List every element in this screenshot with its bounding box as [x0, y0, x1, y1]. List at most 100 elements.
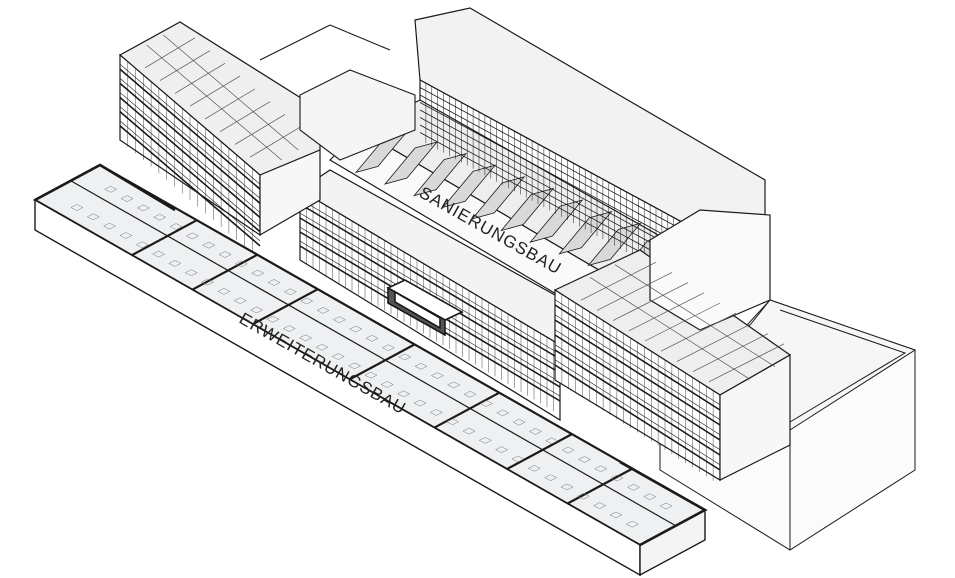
desk: [610, 474, 624, 482]
desk: [234, 260, 248, 268]
desk: [463, 390, 477, 398]
erweiterungsbau: [32, 163, 708, 577]
desk: [659, 502, 673, 510]
desk: [527, 465, 541, 472]
desk: [561, 446, 575, 454]
partition-wall: [252, 288, 319, 326]
desk: [135, 241, 149, 249]
room-wall: [644, 302, 721, 342]
skylight: [383, 141, 439, 185]
desk: [446, 418, 460, 426]
desk: [593, 502, 607, 509]
desk: [103, 222, 117, 230]
desk: [283, 288, 297, 296]
desk: [300, 297, 314, 305]
desk: [380, 381, 394, 388]
corridor-wall: [70, 180, 677, 527]
desk: [364, 371, 378, 379]
room-wall: [219, 101, 271, 132]
room-wall: [692, 333, 769, 372]
desk: [544, 474, 558, 481]
desk: [315, 343, 329, 351]
desk: [365, 335, 379, 342]
partition-wall: [433, 391, 500, 429]
room-wall: [249, 126, 301, 158]
desk: [414, 363, 428, 370]
room-wall: [234, 114, 286, 145]
desk: [267, 279, 281, 286]
room-wall: [580, 261, 657, 301]
left-wing-room-grid: [144, 34, 301, 161]
desk: [168, 260, 182, 267]
desk: [169, 223, 183, 230]
room-wall: [676, 323, 753, 362]
desk: [625, 520, 639, 528]
desk: [496, 409, 510, 417]
right-end-room-grid: [580, 261, 785, 383]
desk: [201, 278, 215, 286]
desk: [398, 353, 412, 361]
desk: [218, 251, 232, 258]
desk: [332, 316, 346, 323]
desk: [104, 186, 118, 193]
room-wall: [144, 37, 196, 69]
desk: [397, 390, 411, 398]
desk: [479, 400, 493, 407]
desk: [576, 492, 590, 500]
left-wing-window-bands: [119, 61, 261, 254]
desk: [250, 306, 264, 314]
desk: [495, 446, 509, 453]
desk: [512, 418, 526, 426]
desk: [136, 204, 150, 212]
desk: [217, 288, 231, 295]
skylight: [442, 164, 497, 208]
desk: [462, 427, 476, 435]
room-wall: [159, 50, 211, 81]
room-wall: [660, 312, 737, 352]
desk: [381, 344, 395, 351]
desk: [545, 437, 559, 445]
extension-pavilion: [386, 279, 464, 337]
desk: [119, 232, 133, 239]
room-wall: [612, 282, 689, 321]
right-end-window-bands: [554, 294, 721, 481]
desk: [202, 241, 216, 249]
desk: [429, 409, 443, 416]
erweiterungsbau-furniture: [70, 186, 673, 528]
desk: [70, 204, 84, 211]
desk: [282, 325, 296, 332]
desk: [430, 372, 444, 379]
desk: [577, 456, 591, 463]
roof-skylights: [354, 129, 700, 290]
partition-wall: [566, 467, 633, 505]
room-wall: [628, 292, 705, 332]
skylight: [500, 187, 555, 232]
desk: [86, 213, 100, 221]
desk: [153, 213, 167, 221]
desk: [594, 465, 608, 473]
desk: [609, 511, 623, 519]
erweiterungsbau-room-partitions: [70, 180, 677, 527]
connector-block: [259, 24, 416, 161]
desk: [233, 297, 247, 304]
skylight: [558, 211, 613, 255]
skylight: [412, 152, 468, 197]
desk: [511, 455, 525, 463]
desk: [316, 307, 330, 314]
desk: [528, 428, 542, 435]
skylight: [471, 176, 526, 220]
partition-wall: [191, 253, 258, 291]
desk: [152, 250, 166, 258]
room-wall: [163, 34, 299, 151]
desk: [413, 399, 427, 407]
room-wall: [204, 88, 256, 120]
desk: [643, 493, 657, 500]
desk: [266, 316, 280, 323]
partition-wall: [349, 343, 416, 381]
partition-wall: [506, 433, 573, 471]
desk: [447, 381, 461, 389]
desk: [349, 325, 363, 333]
room-wall: [174, 63, 226, 94]
desk: [299, 334, 313, 342]
